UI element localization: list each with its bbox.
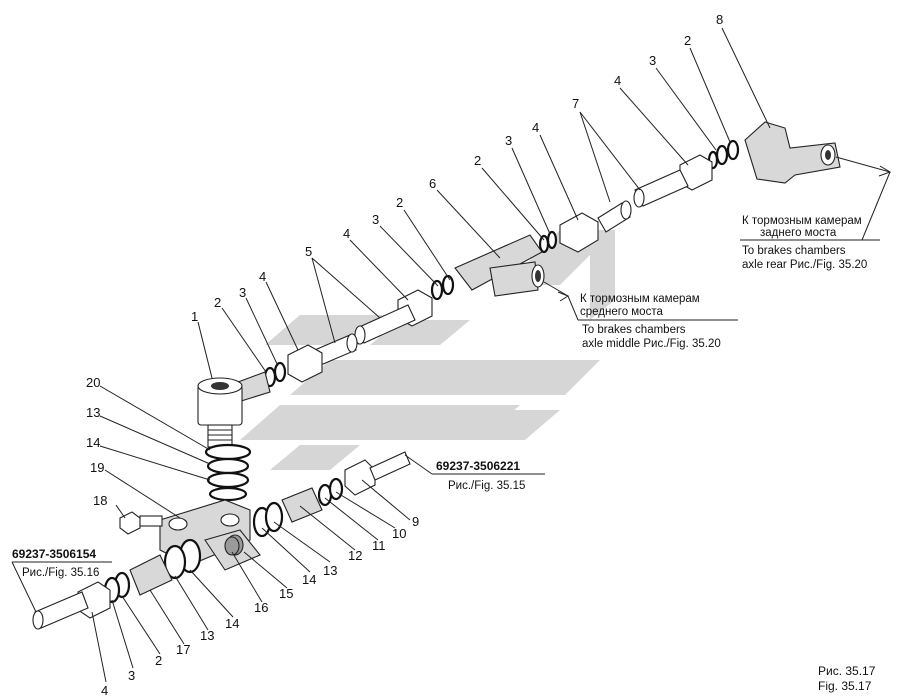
washer-14-top bbox=[204, 443, 252, 461]
callout-numbers: 8 2 3 4 7 4 3 2 6 2 3 4 5 4 3 2 1 20 13 … bbox=[86, 12, 723, 698]
o-ring-2-tee bbox=[538, 234, 550, 254]
callout-3: 3 bbox=[505, 133, 512, 148]
figure-caption-ru: Рис. 35.17 bbox=[818, 664, 876, 678]
banjo-fitting-1 bbox=[197, 371, 271, 426]
nut-9 bbox=[344, 459, 376, 496]
callout-18: 18 bbox=[93, 493, 107, 508]
callout-2: 2 bbox=[214, 295, 221, 310]
union-17 bbox=[129, 554, 173, 596]
callout-11: 11 bbox=[372, 538, 386, 553]
washer-13-lower bbox=[208, 486, 248, 502]
washer-14-lower bbox=[206, 471, 250, 489]
callout-15: 15 bbox=[279, 586, 293, 601]
callout-8: 8 bbox=[716, 12, 723, 27]
washer-13-right bbox=[264, 501, 284, 533]
washer-13-top bbox=[206, 457, 250, 475]
callout-3: 3 bbox=[372, 212, 379, 227]
washer-13-left bbox=[163, 544, 187, 580]
callout-9: 9 bbox=[412, 514, 419, 529]
callout-4: 4 bbox=[343, 226, 350, 241]
washer-3-mid bbox=[430, 279, 444, 301]
rear-axle-label-ru-1: К тормозным камерам bbox=[742, 215, 862, 227]
callout-1: 1 bbox=[191, 309, 198, 324]
ref-fig-2: Рис./Fig. 35.16 bbox=[22, 567, 99, 579]
destination-labels: К тормозным камерам заднего моста To bra… bbox=[12, 215, 867, 579]
callout-6: 6 bbox=[429, 176, 436, 191]
washer-3 bbox=[715, 144, 729, 166]
watermark-logo bbox=[240, 230, 615, 470]
callout-19: 19 bbox=[90, 460, 104, 475]
callout-12: 12 bbox=[348, 548, 362, 563]
figure-caption-en: Fig. 35.17 bbox=[818, 679, 872, 693]
callout-4: 4 bbox=[259, 269, 266, 284]
callout-4: 4 bbox=[101, 683, 108, 698]
middle-axle-label-en-1: To brakes chambers bbox=[582, 324, 686, 336]
callout-5: 5 bbox=[305, 244, 312, 259]
callout-10: 10 bbox=[392, 526, 406, 541]
callout-3: 3 bbox=[128, 668, 135, 683]
callout-20: 20 bbox=[86, 375, 100, 390]
callout-14: 14 bbox=[225, 616, 239, 631]
leader-lines bbox=[11, 27, 892, 683]
callout-13: 13 bbox=[86, 405, 100, 420]
plug-16 bbox=[224, 536, 240, 556]
figure-caption: Рис. 35.17 Fig. 35.17 bbox=[818, 664, 876, 693]
rear-axle-label-en-1: To brakes chambers bbox=[742, 245, 846, 257]
washer-10 bbox=[328, 477, 344, 501]
ref-fig-1: Рис./Fig. 35.15 bbox=[448, 480, 525, 492]
callout-3: 3 bbox=[649, 53, 656, 68]
callout-13: 13 bbox=[200, 628, 214, 643]
o-ring-2-mid bbox=[441, 274, 455, 296]
callout-14: 14 bbox=[302, 572, 316, 587]
callout-17: 17 bbox=[176, 642, 190, 657]
callout-3: 3 bbox=[239, 285, 246, 300]
middle-axle-label-en-2: axle middle Рис./Fig. 35.20 bbox=[582, 338, 721, 350]
middle-axle-label-ru-1: К тормозным камерам bbox=[580, 293, 700, 305]
union-12 bbox=[281, 487, 323, 523]
callout-16: 16 bbox=[254, 600, 268, 615]
o-ring-2 bbox=[726, 139, 740, 161]
banjo-bolt-thread bbox=[207, 424, 233, 448]
ref-code-2: 69237-3506154 bbox=[12, 547, 96, 561]
callout-4: 4 bbox=[614, 73, 621, 88]
rear-axle-label-ru-2: заднего моста bbox=[760, 227, 837, 239]
callout-4: 4 bbox=[532, 120, 539, 135]
tee-fitting-6 bbox=[454, 234, 545, 297]
callout-14: 14 bbox=[86, 435, 100, 450]
callout-7: 7 bbox=[572, 96, 579, 111]
nut-4-banjo bbox=[287, 344, 323, 383]
bolt-18 bbox=[119, 511, 163, 535]
callout-2: 2 bbox=[155, 653, 162, 668]
tube-9 bbox=[369, 451, 411, 481]
nut-4-tee bbox=[559, 212, 599, 253]
callout-2: 2 bbox=[474, 153, 481, 168]
callout-2: 2 bbox=[396, 195, 403, 210]
washer-3-tee bbox=[546, 230, 558, 250]
callout-13: 13 bbox=[323, 563, 337, 578]
elbow-fitting-8 bbox=[744, 121, 841, 184]
ref-code-1: 69237-3506221 bbox=[436, 459, 520, 473]
rear-axle-label-en-2: axle rear Рис./Fig. 35.20 bbox=[742, 259, 867, 271]
middle-axle-label-ru-2: среднего моста bbox=[580, 306, 663, 318]
washer-3-banjo bbox=[273, 361, 287, 383]
callout-2: 2 bbox=[684, 33, 691, 48]
